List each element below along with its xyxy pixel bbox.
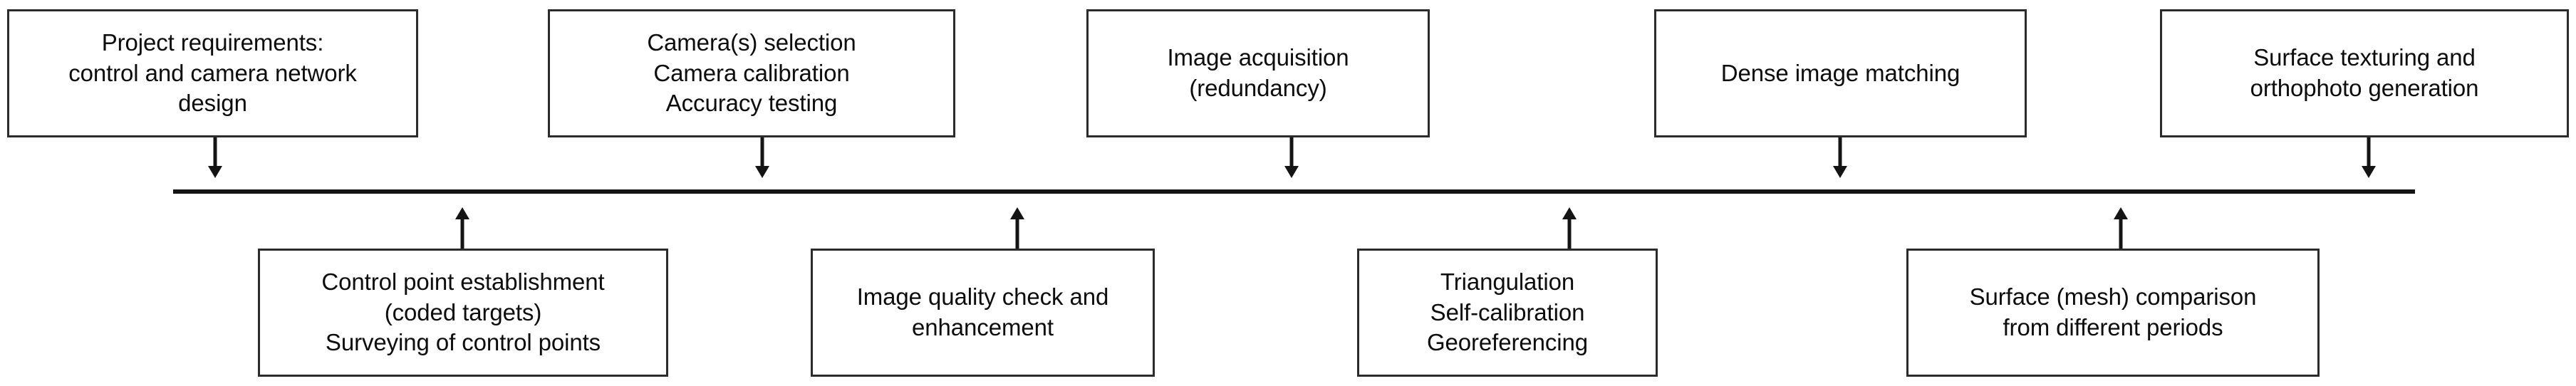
arrow-up-surface-mesh-comparison: [2110, 207, 2131, 249]
node-box-surface-texturing[interactable]: Surface texturing and orthophoto generati…: [2160, 9, 2569, 137]
node-text-line: Georeferencing: [1426, 329, 1589, 356]
arrow-up-control-point-establishment: [452, 207, 473, 249]
arrow-down-surface-texturing: [2358, 137, 2379, 178]
node-box-image-acquisition[interactable]: Image acquisition (redundancy): [1086, 9, 1430, 137]
node-box-control-point-establishment[interactable]: Control point establishment (coded target…: [258, 249, 668, 377]
node-text-line: Surface texturing and: [2253, 44, 2476, 71]
node-box-dense-image-matching[interactable]: Dense image matching: [1654, 9, 2027, 137]
node-box-project-requirements[interactable]: Project requirements: control and camera …: [7, 9, 418, 137]
node-box-surface-mesh-comparison[interactable]: Surface (mesh) comparison from different …: [1906, 249, 2320, 377]
node-text-line: Control point establishment: [321, 268, 605, 295]
node-text-line: Image quality check and: [856, 283, 1109, 311]
node-text-line: enhancement: [912, 314, 1054, 340]
arrow-down-dense-image-matching: [1829, 137, 1851, 178]
arrow-down-project-requirements: [204, 137, 226, 178]
node-text-line: (coded targets): [384, 298, 542, 325]
node-text-line: Accuracy testing: [665, 90, 838, 117]
node-text-line: Camera calibration: [653, 59, 850, 86]
arrow-up-image-quality-check: [1007, 207, 1028, 249]
main-timeline-axis: [173, 189, 2415, 194]
node-text-line: Camera(s) selection: [647, 28, 856, 56]
node-text-line: Triangulation: [1440, 268, 1575, 295]
arrow-down-image-acquisition: [1281, 137, 1302, 178]
node-box-image-quality-check[interactable]: Image quality check and enhancement: [811, 249, 1155, 377]
arrow-down-camera-selection: [752, 137, 773, 178]
node-text-line: control and camera network: [68, 59, 357, 86]
node-text-line: orthophoto generation: [2250, 75, 2479, 101]
node-text-line: Dense image matching: [1720, 59, 1960, 86]
node-text-line: (redundancy): [1189, 75, 1327, 101]
node-text-line: design: [178, 90, 247, 117]
node-text-line: Project requirements:: [101, 28, 324, 56]
arrow-up-triangulation: [1559, 207, 1580, 249]
node-text-line: Surveying of control points: [325, 329, 601, 356]
node-text-line: Self-calibration: [1430, 298, 1585, 325]
node-text-line: Image acquisition: [1167, 44, 1349, 71]
node-text-line: Surface (mesh) comparison: [1969, 283, 2257, 311]
node-text-line: from different periods: [2003, 314, 2223, 340]
